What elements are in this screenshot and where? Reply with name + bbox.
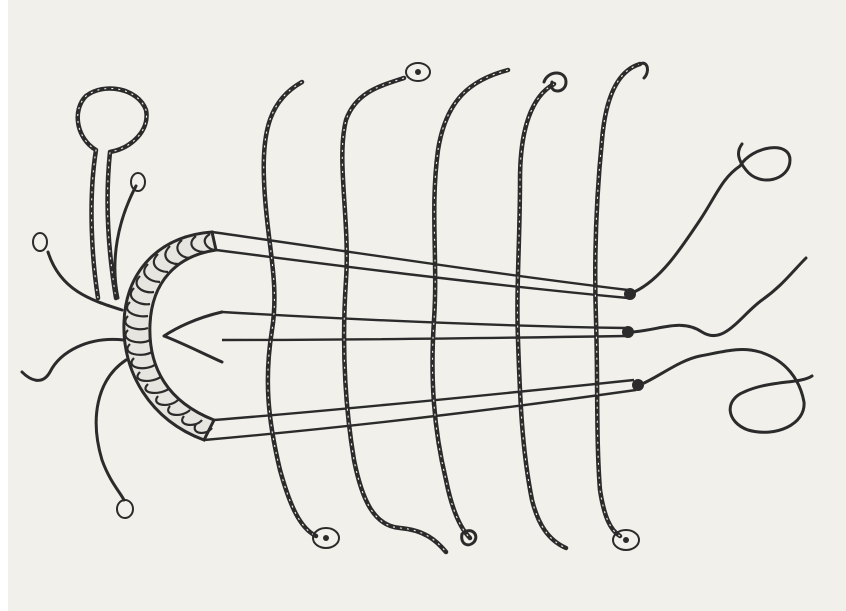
paper-left-edge	[0, 0, 8, 611]
eyelet-bottom-5-hole	[623, 537, 629, 543]
eyelet-top-2-hole	[415, 69, 421, 75]
knot-top	[624, 288, 636, 300]
eyelet-bottom-1-hole	[323, 535, 329, 541]
